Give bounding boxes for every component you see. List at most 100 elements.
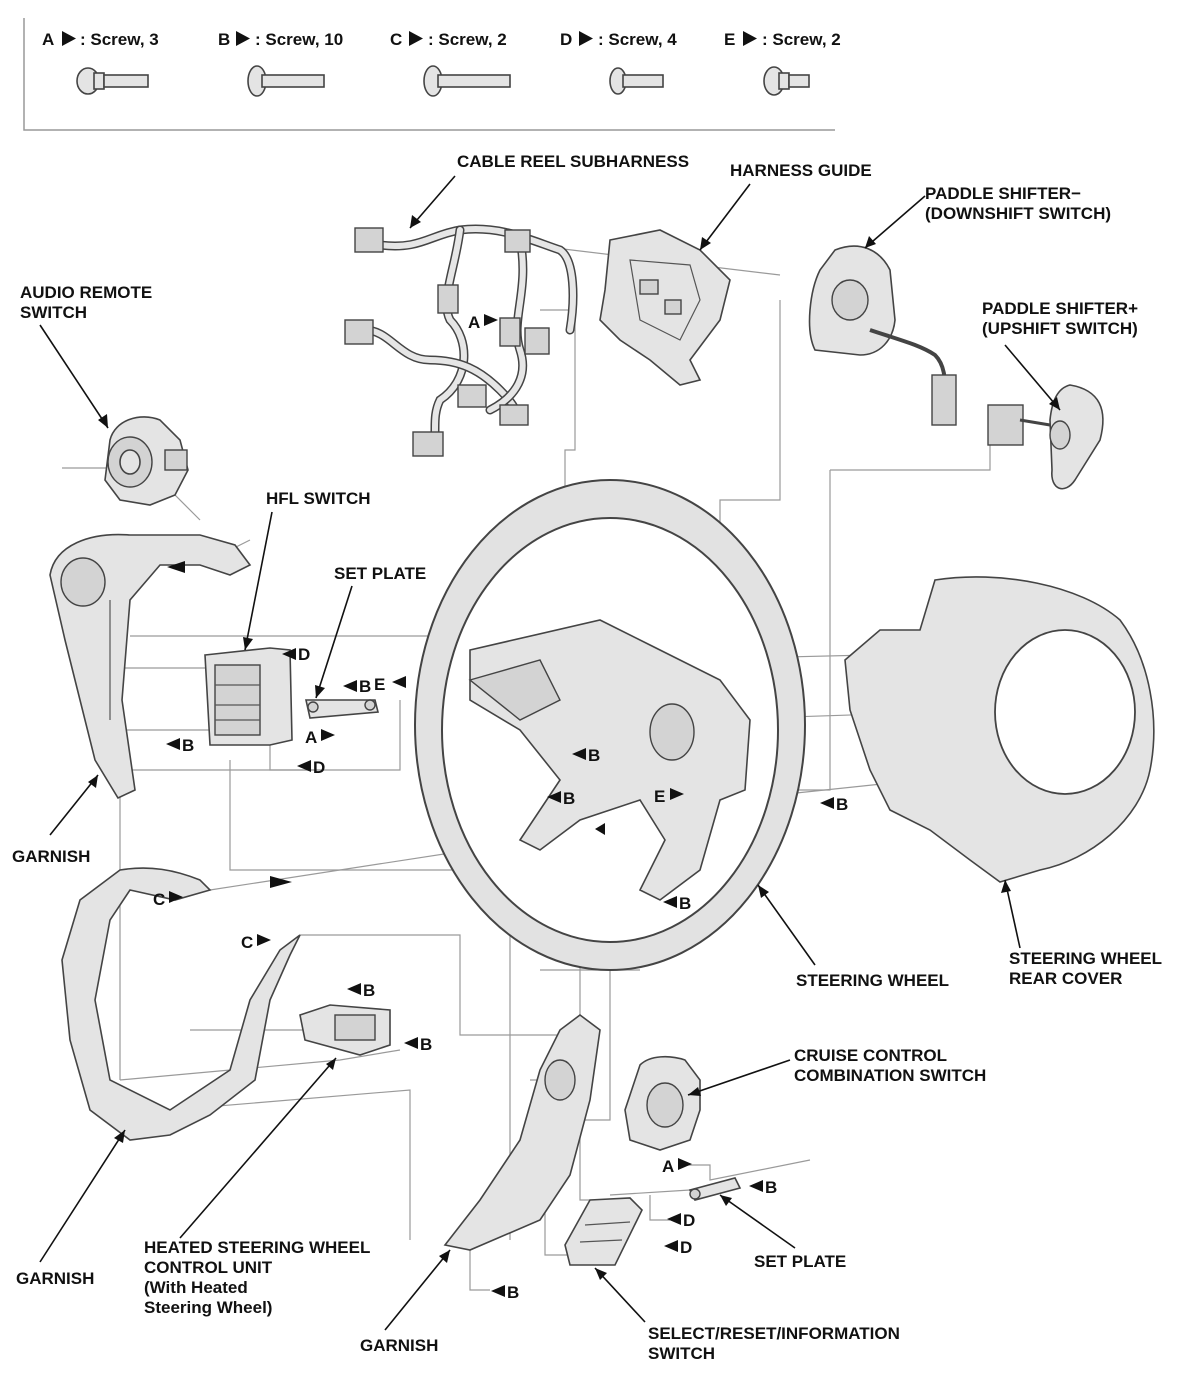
label-set-plate-bottom: SET PLATE	[754, 1252, 846, 1271]
svg-text:: Screw, 2: : Screw, 2	[428, 30, 507, 49]
flange-bolt-icon	[763, 66, 810, 96]
svg-text:: Screw, 3: : Screw, 3	[80, 30, 159, 49]
callout-d-hfl-lower: D	[297, 758, 325, 777]
label-garnish-left-upper: GARNISH	[12, 847, 90, 866]
callout-a-setplate: A	[305, 728, 335, 747]
callout-a-cruise: A	[662, 1157, 692, 1176]
svg-text:D: D	[560, 30, 572, 49]
svg-text:E: E	[724, 30, 735, 49]
legend-screw-e: E : Screw, 2	[724, 30, 841, 96]
audio-remote-switch	[104, 416, 189, 506]
label-paddle-shifter-minus: PADDLE SHIFTER−	[925, 184, 1081, 203]
label-rear-cover-sub: REAR COVER	[1009, 969, 1122, 988]
svg-text:A: A	[662, 1157, 674, 1176]
svg-text:B: B	[679, 894, 691, 913]
svg-text:B: B	[765, 1178, 777, 1197]
callout-b-garnish-bottom: B	[491, 1283, 519, 1302]
long-screw-icon	[247, 65, 325, 97]
svg-text:B: B	[218, 30, 230, 49]
steering-wheel-rear-cover	[844, 576, 1155, 883]
heated-steering-wheel-control-unit	[299, 1004, 391, 1056]
label-set-plate-top: SET PLATE	[334, 564, 426, 583]
callout-b-setplate: B	[343, 677, 371, 696]
harness-guide	[599, 229, 731, 386]
label-audio-remote-switch: AUDIO REMOTE	[20, 283, 152, 302]
label-select-reset-info-switch-sub: SWITCH	[648, 1344, 715, 1363]
legend-screw-a: A : Screw, 3	[42, 30, 159, 95]
svg-text:: Screw, 2: : Screw, 2	[762, 30, 841, 49]
hfl-switch	[204, 647, 293, 746]
set-plate-top	[305, 699, 380, 719]
callout-d-select-bottom: D	[664, 1238, 692, 1257]
screw-callouts: A D B E A B D B B E B C C B B B A B D D …	[153, 313, 848, 1302]
callout-b-heated-bottom: B	[404, 1035, 432, 1054]
svg-text:D: D	[683, 1211, 695, 1230]
leader-lines	[39, 175, 1061, 1331]
svg-text:B: B	[836, 795, 848, 814]
legend-screw-d: D : Screw, 4	[560, 30, 677, 95]
svg-text:: Screw, 4: : Screw, 4	[598, 30, 677, 49]
label-harness-guide: HARNESS GUIDE	[730, 161, 872, 180]
svg-text:B: B	[507, 1283, 519, 1302]
garnish-bottom	[443, 1014, 601, 1251]
callout-b-set-plate-lower: B	[749, 1178, 777, 1197]
label-heated-control-unit-3: (With Heated	[144, 1278, 248, 1297]
set-plate-bottom	[688, 1177, 742, 1201]
svg-text:C: C	[241, 933, 253, 952]
cable-reel-subharness	[344, 224, 578, 457]
callout-b-garnish: B	[166, 736, 194, 755]
svg-text:E: E	[374, 675, 385, 694]
label-heated-control-unit-4: Steering Wheel)	[144, 1298, 272, 1317]
long-screw-icon	[423, 65, 511, 97]
svg-text:A: A	[305, 728, 317, 747]
svg-text:B: B	[359, 677, 371, 696]
svg-text:B: B	[363, 981, 375, 1000]
svg-text:D: D	[298, 645, 310, 664]
callout-d-select-top: D	[667, 1211, 695, 1230]
callout-a-harness: A	[468, 313, 498, 332]
label-paddle-shifter-minus-sub: (DOWNSHIFT SWITCH)	[925, 204, 1111, 223]
svg-text:B: B	[182, 736, 194, 755]
label-heated-control-unit-2: CONTROL UNIT	[144, 1258, 273, 1277]
select-reset-information-switch	[564, 1197, 643, 1266]
callout-e-wheel: E	[654, 787, 684, 806]
label-heated-control-unit: HEATED STEERING WHEEL	[144, 1238, 370, 1257]
svg-text:D: D	[313, 758, 325, 777]
callout-d-hfl: D	[282, 645, 310, 664]
paddle-shifter-upshift	[987, 384, 1104, 490]
label-paddle-shifter-plus-sub: (UPSHIFT SWITCH)	[982, 319, 1138, 338]
legend-screw-b: B : Screw, 10	[218, 30, 343, 97]
label-rear-cover: STEERING WHEEL	[1009, 949, 1162, 968]
garnish-left-upper	[49, 533, 252, 800]
label-cruise-control-sub: COMBINATION SWITCH	[794, 1066, 986, 1085]
short-screw-icon	[609, 67, 664, 95]
garnish-left-lower	[61, 867, 301, 1141]
svg-text:A: A	[468, 313, 480, 332]
svg-text:C: C	[153, 890, 165, 909]
callout-b-heated-top: B	[347, 981, 375, 1000]
svg-text:A: A	[42, 30, 54, 49]
part-labels: CABLE REEL SUBHARNESS HARNESS GUIDE PADD…	[12, 152, 1162, 1363]
svg-text:: Screw, 10: : Screw, 10	[255, 30, 343, 49]
svg-text:E: E	[654, 787, 665, 806]
label-garnish-bottom: GARNISH	[360, 1336, 438, 1355]
callout-c-lower: C	[241, 933, 271, 952]
svg-text:C: C	[390, 30, 402, 49]
label-cruise-control: CRUISE CONTROL	[794, 1046, 947, 1065]
label-hfl-switch: HFL SWITCH	[266, 489, 371, 508]
label-cable-reel-subharness: CABLE REEL SUBHARNESS	[457, 152, 689, 171]
callout-b-wheel-mid: B	[572, 746, 600, 765]
flange-bolt-icon	[76, 67, 149, 95]
label-select-reset-info-switch: SELECT/RESET/INFORMATION	[648, 1324, 900, 1343]
paddle-shifter-downshift	[808, 245, 957, 426]
cruise-control-combination-switch	[624, 1055, 701, 1151]
label-paddle-shifter-plus: PADDLE SHIFTER+	[982, 299, 1138, 318]
svg-text:D: D	[680, 1238, 692, 1257]
svg-text:B: B	[420, 1035, 432, 1054]
svg-text:B: B	[563, 789, 575, 808]
svg-text:B: B	[588, 746, 600, 765]
label-audio-remote-switch-sub: SWITCH	[20, 303, 87, 322]
callout-e-setplate: E	[374, 675, 406, 694]
label-steering-wheel: STEERING WHEEL	[796, 971, 949, 990]
